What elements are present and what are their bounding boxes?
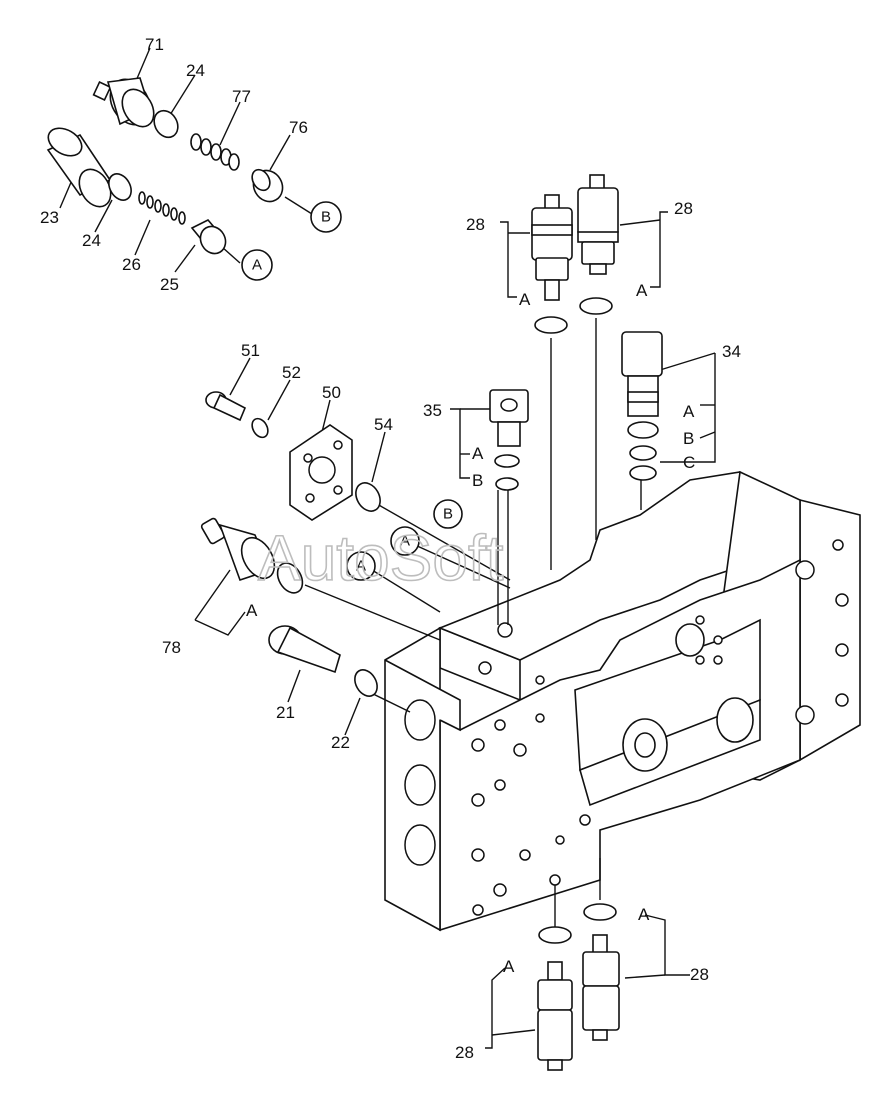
oring-a-28-bottom-right — [583, 903, 617, 921]
label-26: 26 — [122, 255, 141, 274]
part-22-washer — [354, 669, 378, 697]
letter-a-35: A — [472, 444, 484, 463]
part-24-oring-top — [153, 109, 179, 139]
letter-a-bottom-right: A — [638, 905, 650, 924]
svg-text:B: B — [321, 209, 331, 226]
label-78: 78 — [162, 638, 181, 657]
svg-text:B: B — [443, 506, 453, 523]
label-54: 54 — [374, 415, 393, 434]
letter-a-78: A — [246, 601, 258, 620]
label-28-top-right: 28 — [674, 199, 693, 218]
oring-34-a — [627, 421, 659, 439]
oring-35-b — [495, 477, 519, 491]
circled-a-upper: A — [241, 249, 273, 281]
part-24-oring — [108, 173, 132, 201]
label-77: 77 — [232, 87, 251, 106]
part-21-bolt — [268, 625, 341, 674]
part-77-spring — [190, 133, 240, 171]
label-34: 34 — [722, 342, 741, 361]
letter-a-28-right: A — [636, 281, 648, 300]
letter-b-34: B — [683, 429, 694, 448]
label-28-bottom-right: 28 — [690, 965, 709, 984]
label-51: 51 — [241, 341, 260, 360]
oring-a-28-left — [534, 316, 568, 334]
letter-a-34: A — [683, 402, 695, 421]
letter-b-35: B — [472, 471, 483, 490]
part-35-fitting — [489, 389, 529, 447]
part-71-plug — [92, 77, 155, 128]
part-26-spring — [138, 191, 186, 225]
part-28-valve-bottom-left — [537, 961, 573, 1071]
part-51-bolt — [205, 391, 247, 422]
label-76: 76 — [289, 118, 308, 137]
part-28-valve-bottom-right — [582, 934, 620, 1041]
part-23-plug — [46, 127, 112, 208]
part-50-flange — [289, 424, 353, 521]
circled-b-upper: B — [310, 201, 342, 233]
oring-a-28-right — [579, 297, 613, 315]
label-21: 21 — [276, 703, 295, 722]
watermark: AutoSoft — [258, 522, 504, 594]
part-52-washer — [251, 417, 269, 439]
part-28-valve-right — [577, 174, 619, 275]
part-28-valve-left — [531, 194, 573, 301]
label-71: 71 — [145, 35, 164, 54]
oring-35-a — [494, 454, 520, 468]
label-52: 52 — [282, 363, 301, 382]
oring-34-b — [629, 445, 657, 461]
part-34-plug — [621, 331, 663, 417]
label-23: 23 — [40, 208, 59, 227]
label-24-top: 24 — [186, 61, 205, 80]
circled-b-body: B — [433, 499, 463, 529]
label-35: 35 — [423, 401, 442, 420]
svg-text:A: A — [252, 257, 262, 274]
letter-a-bottom-left: A — [503, 957, 515, 976]
svg-text:A: A — [356, 558, 366, 575]
label-28-top-left: 28 — [466, 215, 485, 234]
part-78-oring — [276, 562, 304, 594]
label-22: 22 — [331, 733, 350, 752]
part-76-poppet — [251, 168, 284, 203]
letter-a-28-left: A — [519, 290, 531, 309]
label-50: 50 — [322, 383, 341, 402]
letter-c-34: C — [683, 453, 695, 472]
label-24: 24 — [82, 231, 101, 250]
label-25: 25 — [160, 275, 179, 294]
part-78-valve — [200, 517, 276, 582]
valve-body — [384, 470, 861, 932]
part-54-oring — [355, 482, 381, 512]
part-25-poppet — [190, 219, 227, 255]
circled-a-body-lower: A — [346, 551, 376, 581]
oring-34-c — [629, 465, 657, 481]
label-28-bottom-left: 28 — [455, 1043, 474, 1062]
circled-a-body-upper: A — [390, 526, 420, 556]
oring-a-28-bottom-left — [538, 926, 572, 944]
svg-text:A: A — [400, 533, 410, 550]
